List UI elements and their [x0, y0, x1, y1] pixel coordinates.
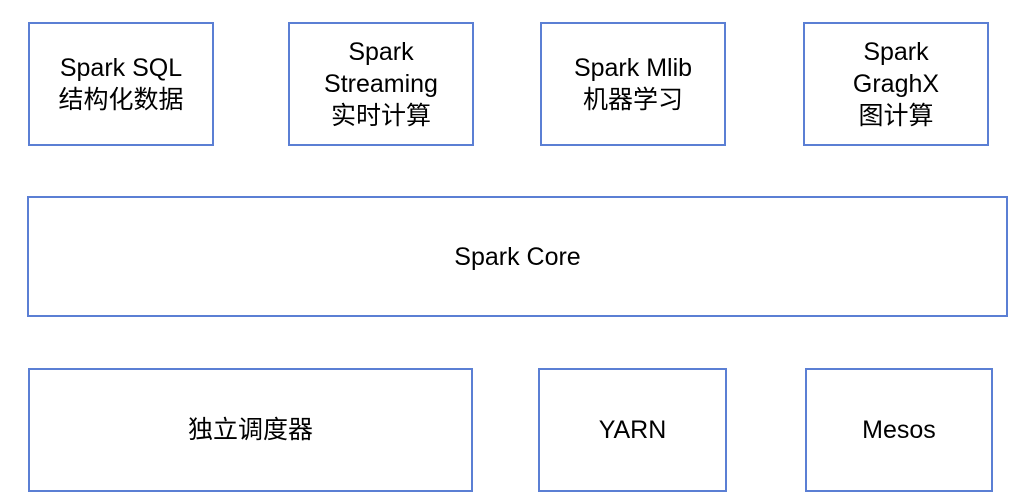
node-spark-streaming-label: Spark Streaming 实时计算 [324, 38, 438, 130]
node-spark-core: Spark Core [27, 196, 1008, 317]
node-spark-sql-label: Spark SQL 结构化数据 [58, 54, 184, 114]
node-yarn: YARN [538, 368, 727, 492]
node-standalone-scheduler-label: 独立调度器 [187, 416, 313, 444]
node-mesos-label: Mesos [862, 416, 936, 444]
node-spark-mlib: Spark Mlib 机器学习 [540, 22, 726, 146]
node-spark-sql: Spark SQL 结构化数据 [28, 22, 214, 146]
node-mesos: Mesos [805, 368, 993, 492]
node-spark-core-label: Spark Core [454, 242, 581, 271]
node-yarn-label: YARN [598, 416, 667, 444]
node-spark-streaming: Spark Streaming 实时计算 [288, 22, 474, 146]
node-spark-mlib-label: Spark Mlib 机器学习 [573, 54, 693, 114]
node-spark-graghx-label: Spark GraghX 图计算 [852, 38, 940, 130]
node-spark-graghx: Spark GraghX 图计算 [803, 22, 989, 146]
node-standalone-scheduler: 独立调度器 [28, 368, 473, 492]
